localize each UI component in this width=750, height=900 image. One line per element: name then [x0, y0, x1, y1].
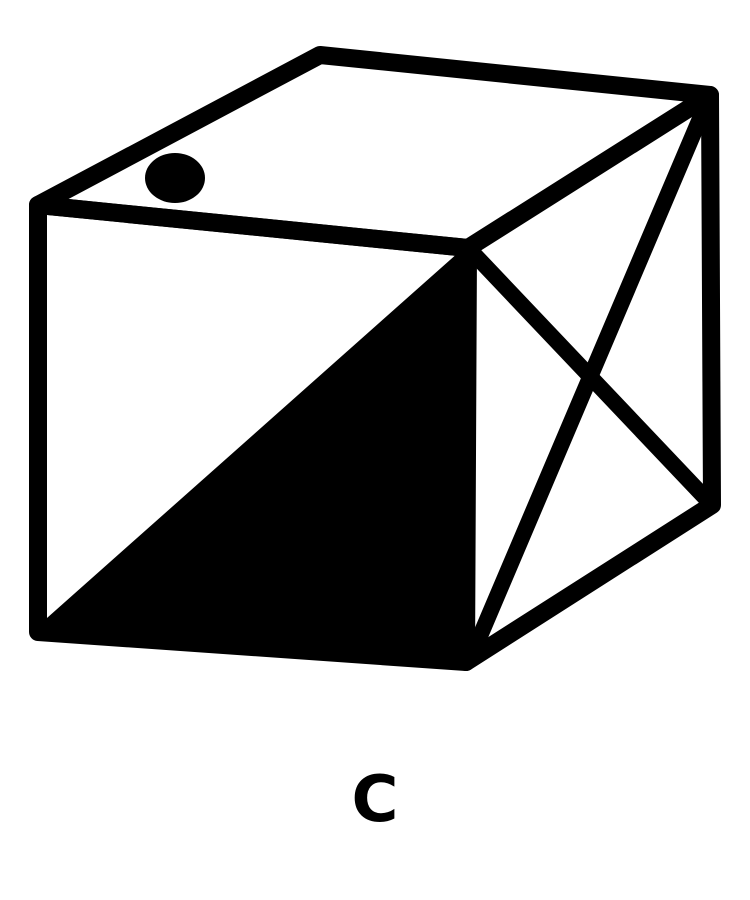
right-face-diagonal-2: [464, 87, 718, 663]
front-face-shaded-triangle: [35, 245, 471, 665]
top-face-dot: [145, 153, 205, 203]
top-face-outline: [29, 46, 719, 257]
right-face-diagonals: [464, 87, 720, 663]
option-label: C: [351, 763, 399, 837]
